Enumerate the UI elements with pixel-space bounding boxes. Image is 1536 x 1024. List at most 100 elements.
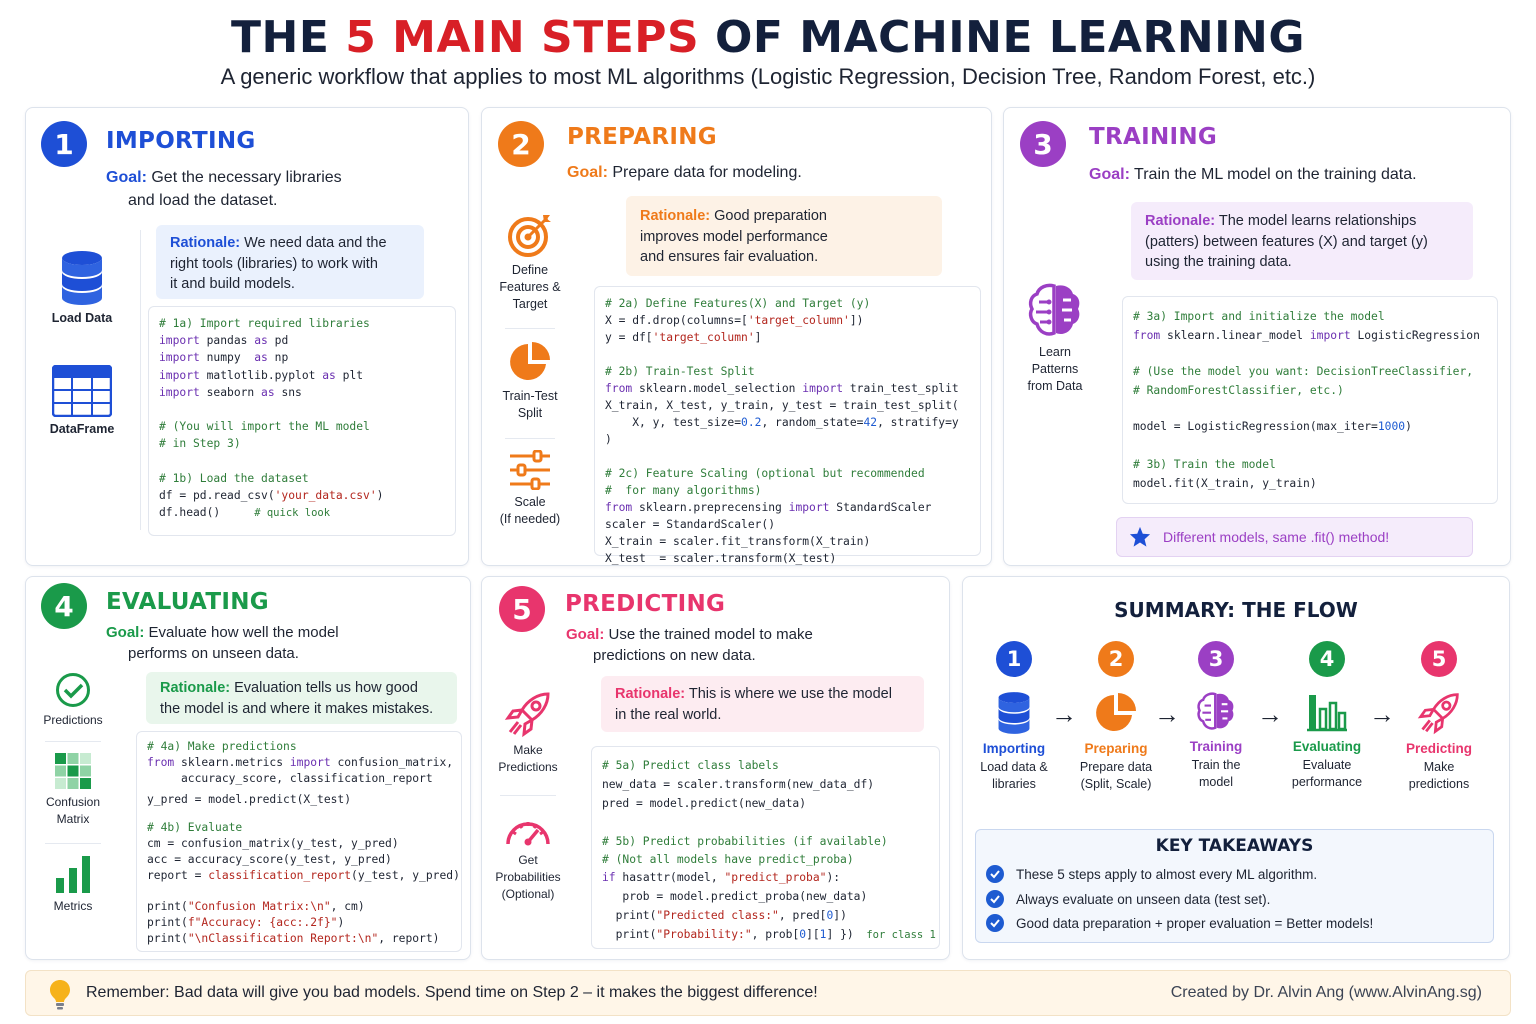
code-line: prob = model.predict_proba(new_data) [602, 890, 868, 903]
icon-label: Probabilities [495, 870, 561, 884]
flow-step-badge: 4 [1309, 641, 1345, 677]
code-line: # 3b) Train the model [1133, 458, 1276, 471]
code-line: cm = confusion_matrix(y_test, y_pred) [147, 837, 399, 850]
title-highlight: 5 MAIN STEPS [345, 12, 700, 63]
code-line: y = df['target_column'] [605, 331, 762, 344]
step-3-goal: Goal: Train the ML model on the training… [1089, 163, 1417, 186]
code-line: df.head() # quick look [159, 506, 331, 520]
summary-title: SUMMARY: THE FLOW [1114, 598, 1358, 622]
code-line: X_train = scaler.fit_transform(X_train) [605, 535, 871, 548]
code-line: new_data = scaler.transform(new_data_df) [602, 778, 875, 791]
step-1-goal: Goal: Get the necessary libraries and lo… [106, 166, 342, 212]
rationale-label: Rationale: [1145, 213, 1216, 229]
code-line: y_pred = model.predict(X_test) [147, 793, 352, 806]
step-2-badge: 2 [498, 121, 544, 167]
goal-label: Goal: [106, 169, 147, 186]
icon-label: Train-Test [502, 389, 558, 403]
code-line: from sklearn.model_selection import trai… [605, 382, 959, 395]
goal-text-cont: performs on unseen data. [128, 645, 299, 662]
database-icon [998, 692, 1030, 734]
key-takeaways-box: KEY TAKEAWAYS These 5 steps apply to alm… [975, 829, 1494, 943]
flow-step-label: Training [1189, 739, 1243, 754]
divider [505, 438, 555, 439]
rationale-line-1: The model learns relationships [1218, 213, 1417, 229]
rationale-line-3: and ensures fair evaluation. [640, 249, 819, 265]
goal-text: Evaluate how well the model [148, 624, 339, 641]
step-2-rationale: Rationale: Good preparation improves mod… [626, 196, 942, 276]
code-line-blank [605, 448, 970, 465]
code-line: # in Step 3) [159, 437, 241, 451]
note-text: Different models, same .fit() method! [1163, 529, 1390, 545]
flow-step-desc: Load data &libraries [980, 760, 1048, 791]
get-probabilities-item: Get Probabilities (Optional) [484, 812, 572, 903]
code-line: from sklearn.preprecensing import Standa… [605, 501, 932, 514]
code-line: import matlotlib.pyplot as plt [159, 368, 364, 382]
footer-banner: Remember: Bad data will give you bad mod… [25, 970, 1511, 1016]
bar-chart-icon [56, 856, 90, 893]
rationale-line-1: Good preparation [714, 208, 827, 224]
icon-label: Predictions [43, 713, 103, 727]
code-line: report = classification_report(y_test, y… [147, 869, 460, 882]
predictions-item: Predictions [35, 672, 111, 729]
step-1-badge: 1 [41, 121, 87, 167]
code-line: print("Probability:", prob[0][1] }) for … [602, 928, 936, 941]
code-line-blank [1133, 437, 1487, 456]
goal-label: Goal: [1089, 166, 1130, 183]
code-line-blank [159, 453, 445, 470]
rationale-label: Rationale: [170, 235, 241, 251]
step-2-title: PREPARING [567, 124, 717, 150]
icon-label: Features & [499, 280, 561, 294]
title-pre: THE [230, 12, 330, 63]
code-line: X, y, test_size=0.2, random_state=42, st… [605, 416, 959, 429]
confusion-matrix-item: Confusion Matrix [35, 752, 111, 828]
code-line: df = pd.read_csv('your_data.csv') [159, 488, 384, 502]
brain-icon [1028, 283, 1080, 336]
code-line: print("\nClassification Report:\n", repo… [147, 932, 440, 945]
code-line: X = df.drop(columns=['target_column']) [605, 314, 864, 327]
step-3-rationale: Rationale: The model learns relationship… [1131, 202, 1473, 280]
sliders-icon [510, 450, 550, 490]
metrics-item: Metrics [35, 854, 111, 915]
define-features-item: Define Features & Target [494, 212, 566, 313]
code-line: # 2b) Train-Test Split [605, 365, 755, 378]
flow-step-desc: Prepare data(Split, Scale) [1079, 760, 1153, 791]
code-line: # (Not all models have predict_proba) [602, 853, 854, 866]
icon-label: Get [518, 853, 538, 867]
icon-label: Confusion [45, 795, 101, 809]
key-takeaways-title: KEY TAKEAWAYS [1155, 836, 1314, 856]
flow-arrow: → [1051, 699, 1077, 729]
code-line-blank [1133, 346, 1487, 363]
check-icon [986, 865, 1004, 883]
step-3-badge: 3 [1020, 121, 1066, 167]
step-5-goal: Goal: Use the trained model to make pred… [566, 624, 813, 666]
code-line-blank [602, 814, 929, 833]
step-1-rationale: Rationale: We need data and the right to… [156, 225, 424, 299]
load-data-item: Load Data [41, 250, 123, 327]
icon-label: DataFrame [49, 422, 115, 436]
rationale-line-2: (patters) between features (X) and targe… [1145, 233, 1428, 250]
goal-text-cont: and load the dataset. [128, 192, 278, 209]
footer-credit: Created by Dr. Alvin Ang (www.AlvinAng.s… [1170, 984, 1482, 1001]
scale-item: Scale (If needed) [490, 450, 570, 528]
rocket-icon [504, 692, 550, 738]
rationale-line-3: it and build models. [170, 276, 295, 292]
step-4-title: EVALUATING [106, 589, 269, 615]
code-line: print(f"Accuracy: {acc:.2f}") [147, 916, 345, 929]
code-line: model = LogisticRegression(max_iter=1000… [1133, 420, 1412, 433]
rationale-line-2: improves model performance [640, 228, 828, 245]
code-line: # 5b) Predict probabilities (if availabl… [602, 835, 888, 848]
code-line: # 4a) Make predictions [147, 740, 297, 753]
code-line-blank [147, 883, 451, 898]
step-4-badge: 4 [41, 583, 87, 629]
code-line: # 2c) Feature Scaling (optional but reco… [605, 467, 925, 480]
flow-step-badge: 3 [1198, 641, 1234, 677]
make-predictions-item: Make Predictions [488, 690, 568, 776]
flow-step-importing: 1 Importing Load data &libraries [964, 641, 1064, 793]
flow-step-label: Importing [982, 741, 1046, 756]
code-block-training: # 3a) Import and initialize the model fr… [1122, 296, 1498, 504]
code-line: # 4b) Evaluate [147, 821, 243, 834]
code-line: # 1b) Load the dataset [159, 471, 309, 485]
divider [505, 328, 555, 329]
takeaway-item: These 5 steps apply to almost every ML a… [986, 865, 1317, 883]
rationale-line-1: This is where we use the model [688, 686, 892, 702]
